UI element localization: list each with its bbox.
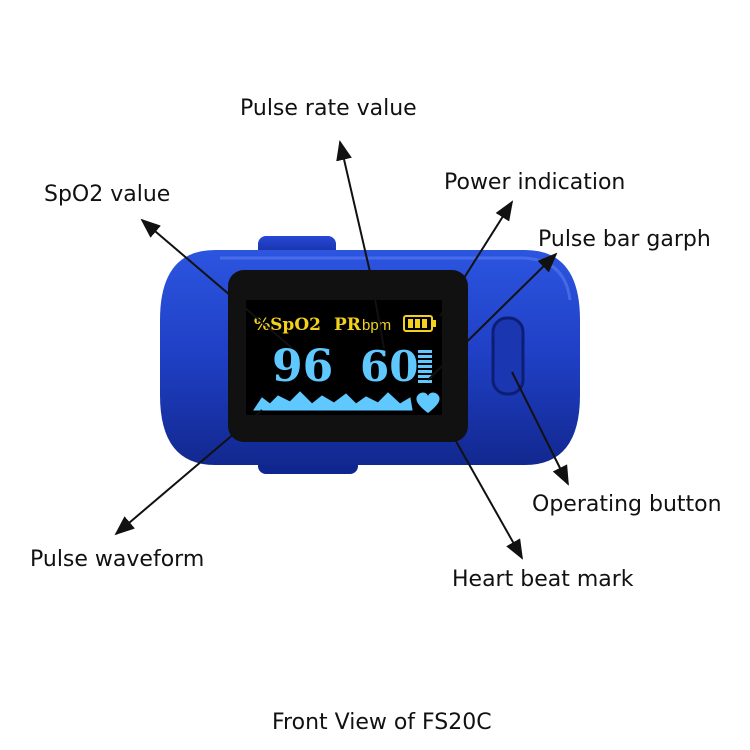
- pulse-bar-segment: [418, 355, 432, 358]
- pulse-bar-segment: [418, 370, 432, 373]
- arrow-pulse-waveform: [114, 409, 263, 536]
- label-power-indication: Power indication: [444, 170, 626, 195]
- label-pulse-rate-value: Pulse rate value: [240, 96, 417, 121]
- pulse-rate-value: 60: [360, 342, 418, 391]
- arrow-heart-beat: [443, 419, 523, 560]
- label-pulse-waveform: Pulse waveform: [30, 547, 205, 572]
- arrow-pulse-bar: [427, 252, 558, 381]
- caption: Front View of FS20C: [272, 710, 492, 735]
- heart-icon: [416, 392, 440, 413]
- arrow-power: [439, 200, 514, 317]
- arrow-operating-button: [511, 371, 569, 486]
- label-spo2-value: SpO2 value: [44, 182, 171, 207]
- pulse-bar-segment: [418, 365, 432, 368]
- label-pulse-bar-graph: Pulse bar garph: [538, 227, 711, 252]
- label-operating-button: Operating button: [532, 492, 722, 517]
- pulse-bar-segment: [418, 380, 432, 383]
- bpm-label: bpm: [362, 317, 391, 334]
- pulse-bar-segment: [418, 350, 432, 353]
- pulse-bar-segment: [418, 375, 432, 378]
- arrow-spo2: [140, 218, 293, 349]
- pulse-bar-segment: [418, 360, 432, 363]
- arrow-pulse-rate: [336, 140, 371, 273]
- pulse-bar-graph: [418, 350, 432, 383]
- pointer-arrows: [114, 140, 569, 560]
- pr-label: PR: [334, 315, 362, 335]
- operating-button[interactable]: [491, 316, 525, 396]
- screen: [246, 300, 442, 415]
- label-heart-beat-mark: Heart beat mark: [452, 567, 634, 592]
- battery-icon: [403, 315, 436, 332]
- spo2-value: 96: [272, 341, 333, 392]
- arrow-pulse-rate-lower: [369, 271, 385, 349]
- pulse-waveform: [253, 391, 413, 411]
